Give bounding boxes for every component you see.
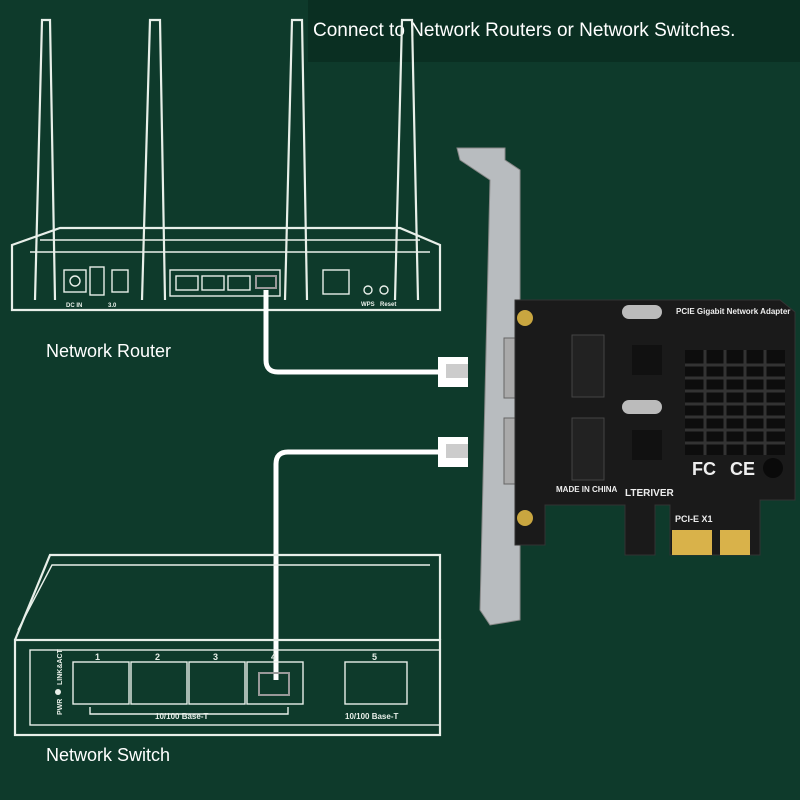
card-brand: LTERIVER xyxy=(625,488,674,499)
network-card: PCIE Gigabit Network Adapter MADE IN CHI… xyxy=(514,299,796,556)
port-number-4: 4 xyxy=(271,652,276,662)
header-banner xyxy=(308,0,800,62)
switch-pwr-label: PWR xyxy=(57,699,64,715)
card-origin: MADE IN CHINA xyxy=(556,485,618,494)
header-title: Connect to Network Routers or Network Sw… xyxy=(313,20,736,41)
port-number-2: 2 xyxy=(155,652,160,662)
switch-ports xyxy=(72,661,408,705)
switch-label: Network Switch xyxy=(46,745,171,765)
switch-speed-label-1: 10/100 Base-T xyxy=(155,712,208,721)
ce-mark: CE xyxy=(730,459,755,479)
router-usb-label: 3.0 xyxy=(108,303,117,309)
heatsink xyxy=(685,350,785,455)
fc-mark: FC xyxy=(692,459,716,479)
router-drawing: DC IN 3.0 WPS Reset xyxy=(10,18,442,312)
ethernet-cables xyxy=(263,290,468,680)
card-title: PCIE Gigabit Network Adapter xyxy=(676,307,790,316)
switch-drawing: PWR LINK&ACT 1 2 3 4 5 10/100 Base-T 10/… xyxy=(13,553,442,737)
port-number-1: 1 xyxy=(95,652,100,662)
port-number-3: 3 xyxy=(213,652,218,662)
port-number-5: 5 xyxy=(372,652,377,662)
switch-link-label: LINK&ACT xyxy=(57,649,64,685)
switch-speed-label-2: 10/100 Base-T xyxy=(345,712,398,721)
router-reset-label: Reset xyxy=(380,302,396,308)
card-interface: PCI-E X1 xyxy=(675,514,713,524)
router-antennas xyxy=(33,18,420,301)
router-label: Network Router xyxy=(46,341,172,361)
router-wps-label: WPS xyxy=(361,302,375,308)
router-dc-label: DC IN xyxy=(66,303,82,309)
